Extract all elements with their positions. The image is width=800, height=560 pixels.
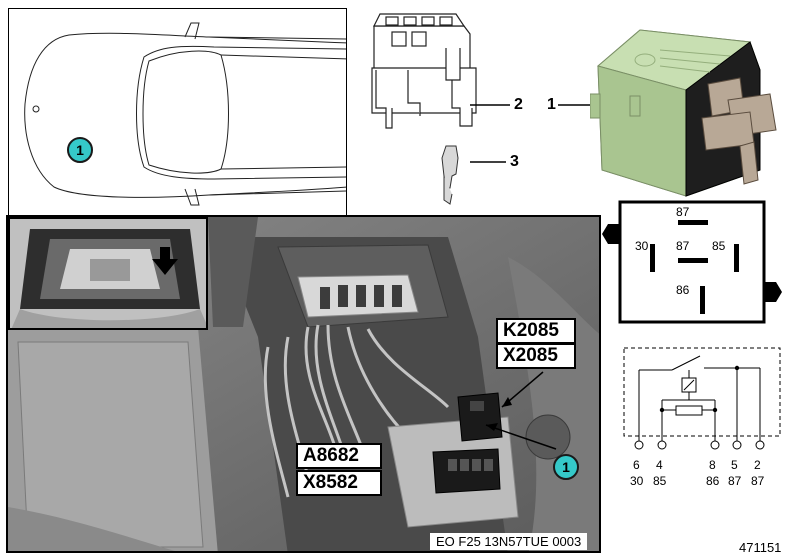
schematic-pin-numbers: 6 4 8 5 2 30 85 86 87 87 [630,458,770,494]
photo-marker-1: 1 [553,454,579,480]
schematic-pin-num-4: 2 [754,458,761,472]
pinout-label-center: 87 [676,239,690,253]
schematic-pin-num-1: 4 [656,458,663,472]
relay-drawing [590,29,777,197]
engine-bay-photo [6,215,601,553]
inset-engine-illustration [10,219,206,328]
connector-housing-drawing [371,13,477,205]
label-x8582: X8582 [296,470,382,496]
location-marker-1: 1 [67,137,93,163]
diagram-code: EO F25 13N57TUE 0003 [430,533,588,550]
schematic-pin-term-2: 86 [706,474,720,488]
pin-87-top [678,220,708,225]
pin-30 [650,244,655,272]
part-3-number: 3 [510,153,519,170]
part-2-number: 2 [514,96,523,113]
pinout-label-top: 87 [676,205,690,219]
schematic-pin-num-3: 5 [731,458,738,472]
pinout-label-right: 85 [712,239,726,253]
schematic-pin-term-1: 85 [653,474,667,488]
inset-engine-overview [8,217,208,330]
pin-87-center [678,258,708,263]
car-outline-drawing [24,22,346,206]
relay-circuit-schematic [623,347,781,450]
label-a8682: A8682 [296,443,382,469]
schematic-pin-term-0: 30 [630,474,644,488]
reference-number: 471151 [739,540,782,555]
relay-pinout-diagram [602,200,782,324]
schematic-pin-num-2: 8 [709,458,716,472]
label-k2085: K2085 [496,318,576,344]
pinout-label-left: 30 [635,239,649,253]
pinout-label-bottom: 86 [676,283,690,297]
label-x2085: X2085 [496,343,576,369]
callout-leader-lines [470,104,596,163]
schematic-pin-term-4: 87 [751,474,765,488]
pin-86 [700,286,705,314]
schematic-pin-num-0: 6 [633,458,640,472]
part-1-number: 1 [547,96,556,113]
pin-85 [734,244,739,272]
schematic-pin-term-3: 87 [728,474,742,488]
vehicle-location-panel: 1 [8,8,347,218]
